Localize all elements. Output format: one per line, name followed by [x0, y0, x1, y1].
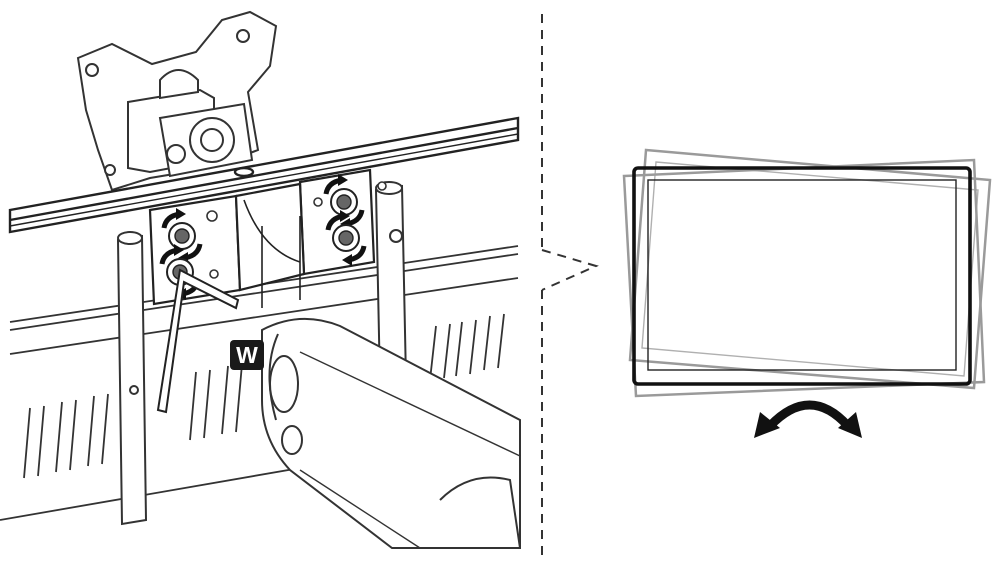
- screw-bottom-right: [325, 210, 367, 266]
- monitor-frame-level: [632, 166, 972, 386]
- hex-key: [156, 268, 240, 414]
- tool-callout-badge: W: [230, 340, 264, 370]
- tilt-head: [127, 69, 254, 178]
- monitor-arm: [261, 317, 521, 549]
- right-detail-panel: [622, 148, 992, 438]
- double-curved-arrow-icon: [754, 400, 862, 438]
- screw-top-left: [161, 208, 203, 264]
- panel-divider: [541, 14, 599, 560]
- callout-pointer: [541, 249, 599, 291]
- monitor-frames: [622, 148, 992, 398]
- desk-frame: [0, 245, 519, 521]
- screw-top-right: [323, 174, 365, 230]
- left-detail-panel: W: [0, 10, 521, 549]
- screw-group: [159, 174, 387, 300]
- monitor-frame-tilted-cw: [622, 158, 986, 398]
- tool-callout-letter: W: [236, 342, 258, 368]
- support-posts: [116, 181, 408, 526]
- crossbar-rail: [8, 116, 520, 234]
